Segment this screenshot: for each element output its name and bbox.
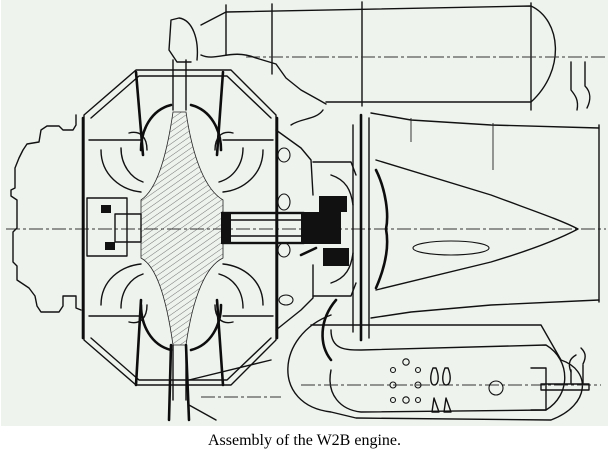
figure-caption: Assembly of the W2B engine.: [207, 432, 401, 449]
upper-combustion-chamber: [168, 1, 606, 126]
compressor-impeller: [140, 111, 224, 346]
diffuser-duct: [167, 343, 281, 422]
casing-inner-line: [90, 75, 272, 381]
gearbox-outline: [10, 114, 82, 313]
turbine-wheel: [352, 113, 389, 342]
turbine-casing: [275, 129, 357, 331]
exhaust-cone: [375, 159, 579, 291]
engine-drawing: [1, 0, 608, 426]
cone-strut-section: [412, 240, 490, 256]
engine-cross-section-svg: [6, 1, 606, 422]
diffuser-scrolls: [88, 103, 274, 352]
lower-combustion-chamber: [287, 298, 601, 421]
jet-pipe: [370, 112, 600, 319]
front-bearing-assembly: [86, 197, 142, 257]
compressor-casing: [83, 69, 277, 386]
turbine-shaft: [221, 211, 305, 245]
